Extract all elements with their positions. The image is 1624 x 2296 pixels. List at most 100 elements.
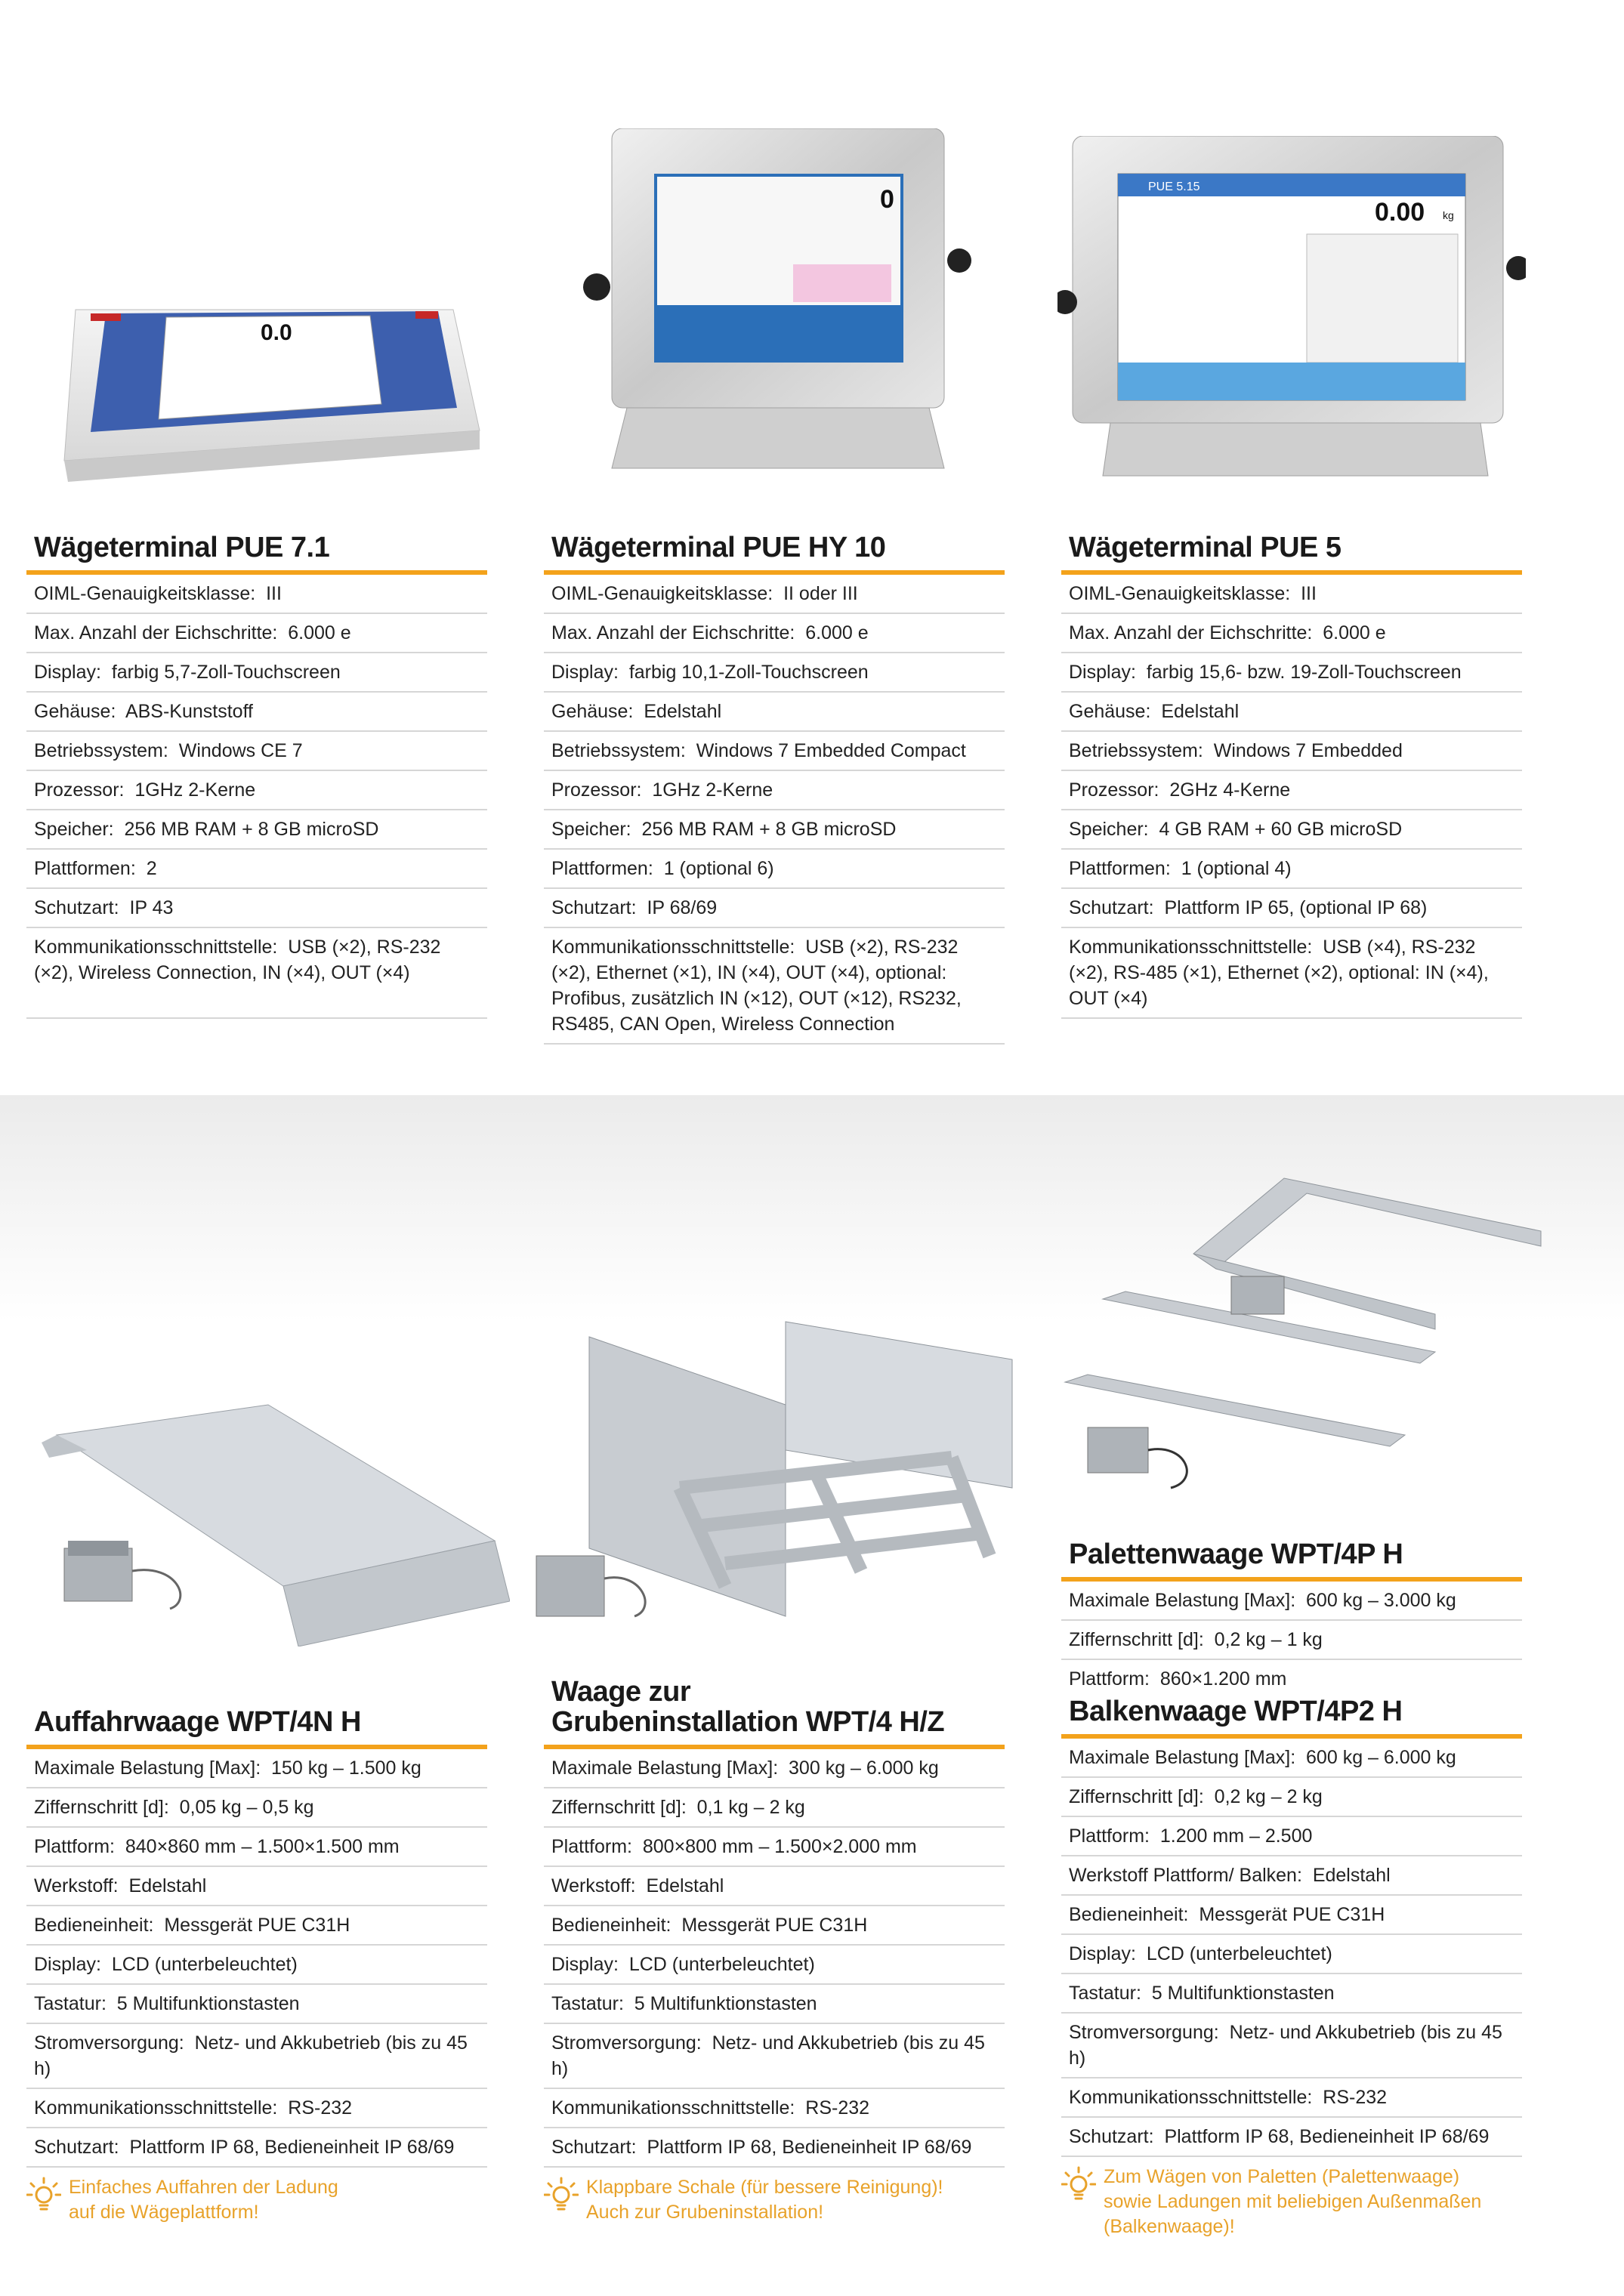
product-title: Wägeterminal PUE 7.1 <box>26 532 487 575</box>
tip: Zum Wägen von Paletten (Palettenwaage) s… <box>1061 2165 1522 2239</box>
spec-row: Speicher256 MB RAM + 8 GB microSD <box>26 810 487 850</box>
spec-row: StromversorgungNetz- und Akkubetrieb (bi… <box>26 2024 487 2089</box>
pue5-terminal-image: PUE 5.15 0.00 kg <box>1057 136 1526 477</box>
spec-row: WerkstoffEdelstahl <box>544 1867 1005 1906</box>
hy10-reading: 0 <box>880 185 894 214</box>
spec-row: BetriebssystemWindows 7 Embedded <box>1061 732 1522 771</box>
spec-row: KommunikationsschnittstelleRS-232 <box>26 2089 487 2128</box>
spec-row: DisplayLCD (unterbeleuchtet) <box>544 1946 1005 1985</box>
spec-row: WerkstoffEdelstahl <box>26 1867 487 1906</box>
tip-text: Einfaches Auffahren der Ladung auf die W… <box>69 2177 338 2223</box>
spec-row: BetriebssystemWindows CE 7 <box>26 732 487 771</box>
pue71-terminal-image: 0.0 <box>63 309 480 482</box>
spec-list: OIML-GenauigkeitsklasseIII Max. Anzahl d… <box>26 575 487 1019</box>
spec-row: Displayfarbig 10,1-Zoll-Touchscreen <box>544 653 1005 693</box>
spec-row: Maximale Belastung [Max]300 kg – 6.000 k… <box>544 1749 1005 1788</box>
spec-row: KommunikationsschnittstelleRS-232 <box>1061 2078 1522 2118</box>
tip-text: Zum Wägen von Paletten (Palettenwaage) s… <box>1104 2166 1482 2237</box>
spec-row: Plattform840×860 mm – 1.500×1.500 mm <box>26 1828 487 1867</box>
spec-row: GehäuseABS-Kunststoff <box>26 693 487 732</box>
pue-hy10-terminal-image: 0 <box>583 128 971 469</box>
spec-row: BedieneinheitMessgerät PUE C31H <box>26 1906 487 1946</box>
spec-row: GehäuseEdelstahl <box>1061 693 1522 732</box>
spec-row: SchutzartIP 43 <box>26 889 487 928</box>
spec-row: Speicher256 MB RAM + 8 GB microSD <box>544 810 1005 850</box>
spec-row: Plattform1.200 mm – 2.500 <box>1061 1817 1522 1856</box>
spec-row: Prozessor1GHz 2-Kerne <box>26 771 487 810</box>
lightbulb-icon <box>26 2177 61 2211</box>
spec-row: OIML-GenauigkeitsklasseII oder III <box>544 575 1005 614</box>
spec-row: Max. Anzahl der Eichschritte6.000 e <box>26 614 487 653</box>
spec-row: Plattform860×1.200 mm <box>1061 1660 1522 1693</box>
spec-row: Prozessor1GHz 2-Kerne <box>544 771 1005 810</box>
spec-row: Ziffernschritt [d]0,1 kg – 2 kg <box>544 1788 1005 1828</box>
product-pue5: Wägeterminal PUE 5 OIML-Genauigkeitsklas… <box>1061 532 1522 1019</box>
spec-row: Tastatur5 Multifunktionstasten <box>1061 1974 1522 2014</box>
product-pue71: Wägeterminal PUE 7.1 OIML-Genauigkeitskl… <box>26 532 487 1019</box>
spec-row: SchutzartPlattform IP 68, Bedieneinheit … <box>26 2128 487 2168</box>
pue71-reading: 0.0 <box>261 320 292 345</box>
spec-row: BedieneinheitMessgerät PUE C31H <box>1061 1896 1522 1935</box>
spec-row: BetriebssystemWindows 7 Embedded Compact <box>544 732 1005 771</box>
wpt4hz-scale-image <box>536 1321 1013 1618</box>
product-pue-hy10: Wägeterminal PUE HY 10 OIML-Genauigkeits… <box>544 532 1005 1045</box>
spec-row: KommunikationsschnittstelleUSB (×2), RS-… <box>26 928 487 1019</box>
spec-row: KommunikationsschnittstelleUSB (×2), RS-… <box>544 928 1005 1045</box>
spec-row: SchutzartPlattform IP 68, Bedieneinheit … <box>544 2128 1005 2168</box>
spec-row: Ziffernschritt [d]0,2 kg – 2 kg <box>1061 1778 1522 1817</box>
spec-row: Plattform800×800 mm – 1.500×2.000 mm <box>544 1828 1005 1867</box>
spec-row: GehäuseEdelstahl <box>544 693 1005 732</box>
wpt4p-scale-image <box>1064 1177 1542 1489</box>
pue5-header: PUE 5.15 <box>1148 181 1200 193</box>
pallet-title: Palettenwaage WPT/4P H <box>1061 1539 1522 1582</box>
spec-row: Max. Anzahl der Eichschritte6.000 e <box>544 614 1005 653</box>
spec-row: OIML-GenauigkeitsklasseIII <box>26 575 487 614</box>
spec-list: Maximale Belastung [Max]300 kg – 6.000 k… <box>544 1749 1005 2168</box>
spec-row: Speicher4 GB RAM + 60 GB microSD <box>1061 810 1522 850</box>
pue5-unit: kg <box>1443 209 1454 221</box>
spec-row: Plattformen1 (optional 4) <box>1061 850 1522 889</box>
beam-title: Balkenwaage WPT/4P2 H <box>1061 1696 1522 1739</box>
spec-list: Maximale Belastung [Max]150 kg – 1.500 k… <box>26 1749 487 2168</box>
tip: Einfaches Auffahren der Ladung auf die W… <box>26 2175 487 2225</box>
spec-row: Displayfarbig 15,6- bzw. 19-Zoll-Touchsc… <box>1061 653 1522 693</box>
lightbulb-icon <box>1061 2166 1096 2200</box>
product-title: Wägeterminal PUE 5 <box>1061 532 1522 575</box>
spec-row: Ziffernschritt [d]0,05 kg – 0,5 kg <box>26 1788 487 1828</box>
pue5-reading: 0.00 <box>1375 198 1425 227</box>
spec-row: Displayfarbig 5,7-Zoll-Touchscreen <box>26 653 487 693</box>
spec-row: Plattformen1 (optional 6) <box>544 850 1005 889</box>
spec-row: SchutzartPlattform IP 68, Bedieneinheit … <box>1061 2118 1522 2157</box>
spec-row: BedieneinheitMessgerät PUE C31H <box>544 1906 1005 1946</box>
spec-row: DisplayLCD (unterbeleuchtet) <box>26 1946 487 1985</box>
spec-row: Tastatur5 Multifunktionstasten <box>26 1985 487 2024</box>
spec-row: Maximale Belastung [Max]150 kg – 1.500 k… <box>26 1749 487 1788</box>
spec-row: StromversorgungNetz- und Akkubetrieb (bi… <box>544 2024 1005 2089</box>
spec-row: KommunikationsschnittstelleRS-232 <box>544 2089 1005 2128</box>
spec-row: DisplayLCD (unterbeleuchtet) <box>1061 1935 1522 1974</box>
spec-row: Werkstoff Plattform/ BalkenEdelstahl <box>1061 1856 1522 1896</box>
spec-list: OIML-GenauigkeitsklasseIII Max. Anzahl d… <box>1061 575 1522 1019</box>
spec-row: StromversorgungNetz- und Akkubetrieb (bi… <box>1061 2014 1522 2078</box>
spec-list: OIML-GenauigkeitsklasseII oder III Max. … <box>544 575 1005 1045</box>
tip: Klappbare Schale (für bessere Reinigung)… <box>544 2175 1005 2225</box>
tip-text: Klappbare Schale (für bessere Reinigung)… <box>586 2177 943 2223</box>
spec-row: Plattformen2 <box>26 850 487 889</box>
spec-row: KommunikationsschnittstelleUSB (×4), RS-… <box>1061 928 1522 1019</box>
bottom-section-background <box>0 1095 1624 1322</box>
product-wpt4p: Palettenwaage WPT/4P H Maximale Belastun… <box>1061 1539 1522 2239</box>
product-title: Wägeterminal PUE HY 10 <box>544 532 1005 575</box>
spec-row: SchutzartPlattform IP 65, (optional IP 6… <box>1061 889 1522 928</box>
product-wpt4nh: Auffahrwaage WPT/4N H Maximale Belastung… <box>26 1707 487 2225</box>
spec-row: SchutzartIP 68/69 <box>544 889 1005 928</box>
spec-row: Prozessor2GHz 4-Kerne <box>1061 771 1522 810</box>
spec-row: Max. Anzahl der Eichschritte6.000 e <box>1061 614 1522 653</box>
spec-row: Maximale Belastung [Max]600 kg – 6.000 k… <box>1061 1739 1522 1778</box>
spec-row: Ziffernschritt [d]0,2 kg – 1 kg <box>1061 1621 1522 1660</box>
pallet-spec-list: Maximale Belastung [Max]600 kg – 3.000 k… <box>1061 1582 1522 1693</box>
spec-row: Tastatur5 Multifunktionstasten <box>544 1985 1005 2024</box>
product-title: Auffahrwaage WPT/4N H <box>26 1707 487 1749</box>
spec-row: OIML-GenauigkeitsklasseIII <box>1061 575 1522 614</box>
